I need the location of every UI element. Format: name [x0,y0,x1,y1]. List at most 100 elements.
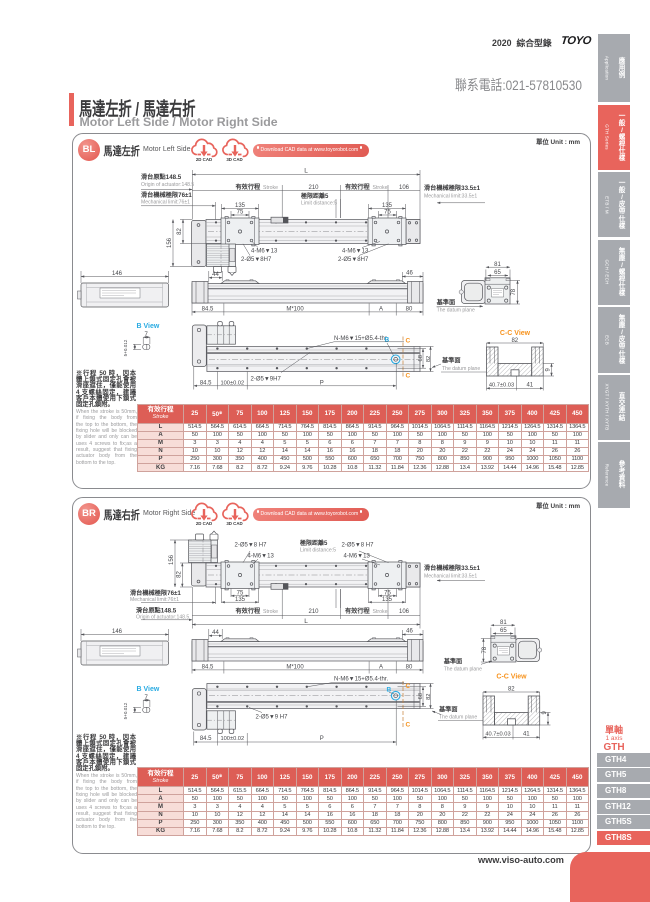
svg-text:78: 78 [482,646,488,653]
svg-text:81: 81 [494,262,501,268]
svg-text:146: 146 [112,629,123,635]
svg-text:A: A [379,664,383,670]
svg-text:基準面: 基準面 [441,357,461,365]
svg-text:40.7±0.03: 40.7±0.03 [485,731,510,737]
svg-text:Mechanical limit:76±1: Mechanical limit:76±1 [141,200,190,206]
svg-text:B: B [387,687,392,694]
svg-text:40.7±0.03: 40.7±0.03 [489,382,514,388]
svg-text:80: 80 [406,306,413,312]
svg-text:極限距離5: 極限距離5 [300,192,329,200]
svg-text:M*100: M*100 [286,306,304,312]
svg-text:100±0.02: 100±0.02 [220,380,244,386]
svg-text:有效行程: 有效行程 [345,607,371,615]
svg-text:C: C [406,373,411,380]
svg-text:滑台機械極限33.5±1: 滑台機械極限33.5±1 [424,184,481,192]
svg-text:2-Ø5▼8 H7: 2-Ø5▼8 H7 [342,543,375,549]
svg-text:B: B [385,337,390,344]
svg-text:41: 41 [526,382,533,388]
svg-text:基準面: 基準面 [436,299,456,307]
svg-text:68: 68 [418,693,424,699]
svg-text:135: 135 [382,597,393,603]
svg-text:L: L [304,168,308,175]
svg-text:84.5: 84.5 [202,664,214,670]
svg-text:P: P [320,380,324,386]
svg-text:有效行程: 有效行程 [345,183,371,191]
svg-text:100±0.02: 100±0.02 [220,736,244,742]
svg-text:Stroke: Stroke [263,185,278,191]
svg-text:2-Ø5▼8H7: 2-Ø5▼8H7 [338,257,369,263]
svg-text:106: 106 [399,185,410,191]
svg-text:極限距離5: 極限距離5 [299,539,328,547]
svg-text:M*100: M*100 [286,664,304,670]
svg-text:7: 7 [145,695,149,701]
svg-text:B View: B View [137,686,160,693]
svg-text:210: 210 [308,185,319,191]
svg-text:Mechanical limit:33.5±1: Mechanical limit:33.5±1 [424,194,477,200]
svg-text:C: C [406,722,411,729]
svg-text:46: 46 [406,271,413,277]
svg-text:75: 75 [237,210,244,216]
svg-text:9: 9 [542,710,548,714]
svg-text:滑台原點148.5: 滑台原點148.5 [141,173,182,181]
svg-text:106: 106 [399,609,410,615]
svg-text:滑台機械極限76±1: 滑台機械極限76±1 [141,191,192,199]
svg-text:N-M6▼15+Ø5.4-thr.: N-M6▼15+Ø5.4-thr. [334,676,388,682]
svg-text:Origin of actuator:148.5: Origin of actuator:148.5 [141,182,194,188]
svg-text:滑台機械極限33.5±1: 滑台機械極限33.5±1 [424,564,481,572]
svg-text:C-C View: C-C View [496,674,527,681]
svg-text:C: C [406,338,411,345]
svg-text:Stroke: Stroke [373,609,388,615]
svg-text:135: 135 [235,597,246,603]
svg-text:Stroke: Stroke [263,609,278,615]
svg-text:Stroke: Stroke [373,185,388,191]
svg-text:B View: B View [137,323,160,330]
svg-text:基準面: 基準面 [438,706,458,714]
svg-text:L: L [304,618,308,625]
svg-text:7: 7 [145,332,149,338]
svg-text:P: P [320,736,324,742]
svg-text:The datum plane: The datum plane [444,666,482,672]
svg-text:Limit distance:5: Limit distance:5 [300,548,336,554]
svg-text:C: C [406,683,411,690]
svg-text:44: 44 [212,630,219,636]
svg-text:82: 82 [176,571,182,578]
svg-text:4-M6▼13: 4-M6▼13 [342,249,369,255]
svg-text:The datum plane: The datum plane [439,715,477,721]
svg-text:滑台原點148.5: 滑台原點148.5 [136,607,177,615]
svg-text:5+0.012: 5+0.012 [123,702,128,719]
svg-text:65: 65 [494,270,501,276]
svg-text:有效行程: 有效行程 [236,183,262,191]
svg-text:Mechanical limit:76±1: Mechanical limit:76±1 [130,597,179,603]
svg-text:75: 75 [237,591,244,597]
svg-text:82: 82 [508,686,515,692]
svg-text:156: 156 [167,237,173,248]
svg-text:Origin of actuator:148.5: Origin of actuator:148.5 [136,615,189,621]
svg-text:The datum plane: The datum plane [442,366,480,372]
svg-text:44: 44 [212,272,219,278]
svg-text:9: 9 [546,367,552,371]
svg-text:75: 75 [384,591,391,597]
svg-text:82: 82 [426,694,432,700]
svg-text:135: 135 [382,203,393,209]
svg-text:156: 156 [169,554,175,565]
svg-text:2-Ø5▼9H7: 2-Ø5▼9H7 [251,377,282,383]
svg-text:41: 41 [523,731,530,737]
svg-text:N-M6▼15+Ø5.4-thr.: N-M6▼15+Ø5.4-thr. [334,336,388,342]
svg-text:基準面: 基準面 [443,658,463,666]
svg-text:84.5: 84.5 [200,736,212,742]
svg-text:4-M6▼13: 4-M6▼13 [248,554,275,560]
svg-text:5+0.012: 5+0.012 [123,339,128,356]
svg-text:82: 82 [177,228,183,235]
svg-text:81: 81 [500,620,507,626]
svg-text:2-Ø5▼9 H7: 2-Ø5▼9 H7 [256,715,289,721]
svg-text:46: 46 [406,629,413,635]
svg-text:84.5: 84.5 [202,306,214,312]
svg-text:滑台機械極限76±1: 滑台機械極限76±1 [130,589,181,597]
svg-text:210: 210 [308,609,319,615]
svg-text:Limit distance:5: Limit distance:5 [301,201,337,207]
svg-text:4-M6▼13: 4-M6▼13 [344,554,371,560]
svg-text:146: 146 [112,271,123,277]
svg-text:82: 82 [511,338,518,344]
svg-text:75: 75 [384,210,391,216]
svg-text:2-Ø5▼8H7: 2-Ø5▼8H7 [241,257,272,263]
